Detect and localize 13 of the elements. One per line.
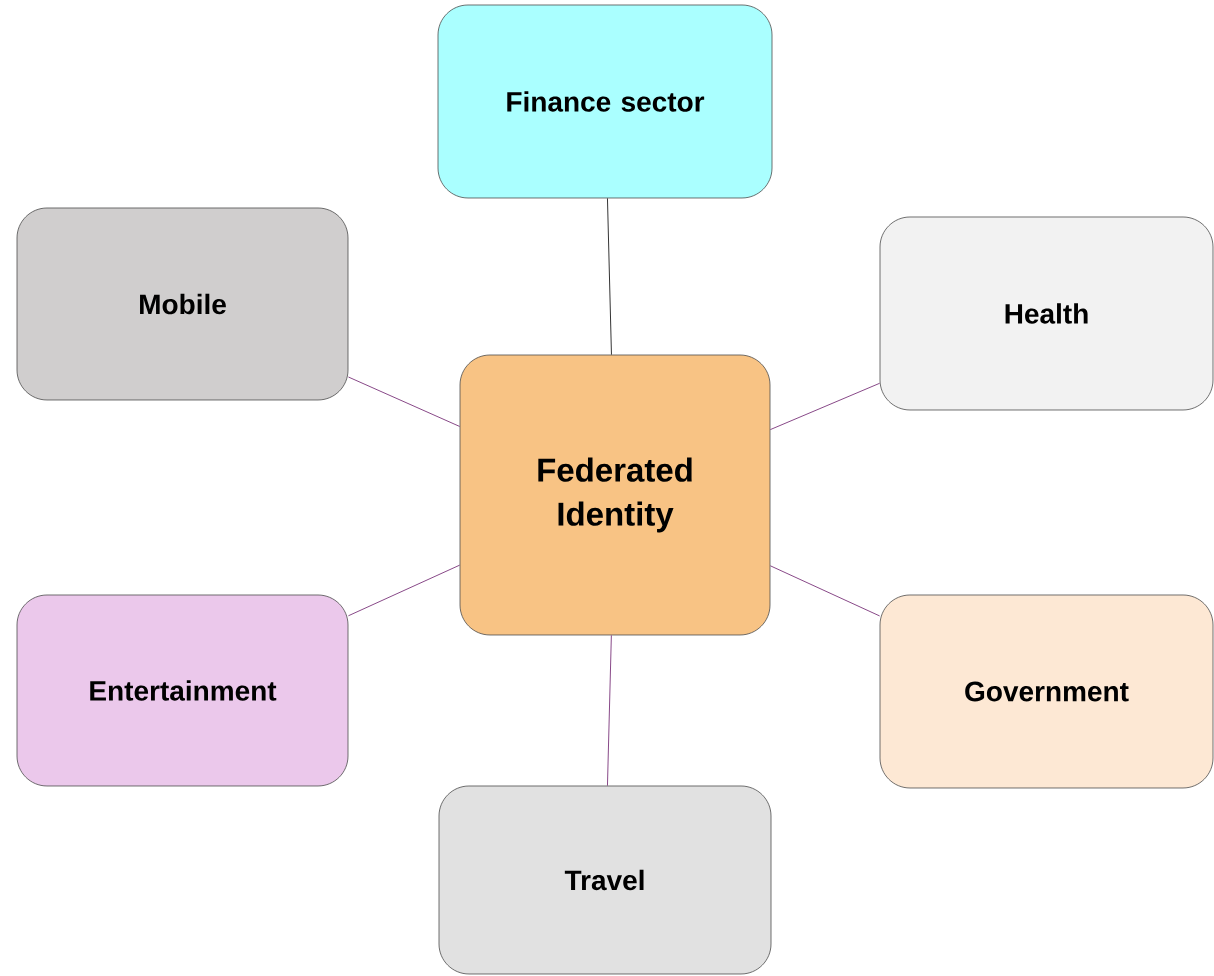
topic-box: Mobile [16, 207, 349, 401]
connector-line [770, 382, 880, 430]
topic-box: Finance sector [437, 4, 773, 199]
connector-line [770, 565, 880, 617]
connector-line [348, 376, 460, 427]
topic-box: Entertainment [16, 594, 349, 787]
center-box: Federated Identity [459, 354, 771, 636]
connector-line [607, 635, 612, 786]
connector-line [348, 564, 460, 617]
topic-box: Travel [438, 785, 772, 975]
connector-line [607, 198, 612, 355]
topic-box: Health [879, 216, 1214, 411]
topic-box: Government [879, 594, 1214, 789]
